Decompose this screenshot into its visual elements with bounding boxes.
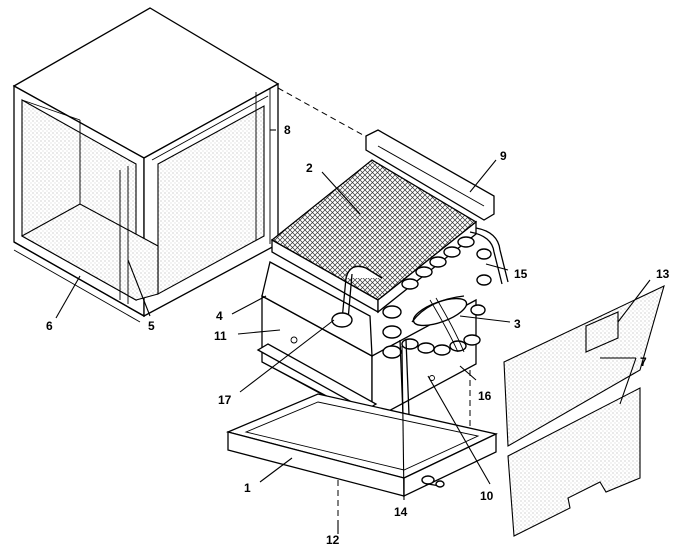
label-part-17: 17: [218, 393, 232, 407]
label-part-11: 11: [214, 329, 227, 343]
label-part-16: 16: [478, 389, 492, 403]
label-part-7: 7: [640, 355, 647, 369]
drain-pan: [225, 393, 498, 498]
back-plate: [365, 129, 495, 221]
return-bends: [382, 236, 492, 359]
label-part-10: 10: [480, 489, 494, 503]
label-part-12: 12: [326, 533, 340, 547]
label-part-6: 6: [46, 319, 53, 333]
access-panels: [503, 284, 665, 537]
label-part-2: 2: [306, 161, 313, 175]
leader-lines: [55, 129, 651, 534]
label-part-9: 9: [500, 149, 507, 163]
label-part-8: 8: [284, 123, 291, 137]
label-part-13: 13: [656, 267, 670, 281]
label-part-15: 15: [514, 267, 528, 281]
label-part-1: 1: [244, 481, 251, 495]
cabinet-casing: [12, 7, 280, 323]
part-labels: 1 2 3 4 5 6 7 8 9 10 11 12 13 14 15 16 1…: [46, 123, 670, 547]
label-part-14: 14: [394, 505, 408, 519]
coil-tubing: [331, 227, 509, 441]
evaporator-housing: [256, 261, 477, 422]
label-part-5: 5: [148, 319, 155, 333]
label-part-4: 4: [216, 309, 223, 323]
label-part-3: 3: [514, 317, 521, 331]
